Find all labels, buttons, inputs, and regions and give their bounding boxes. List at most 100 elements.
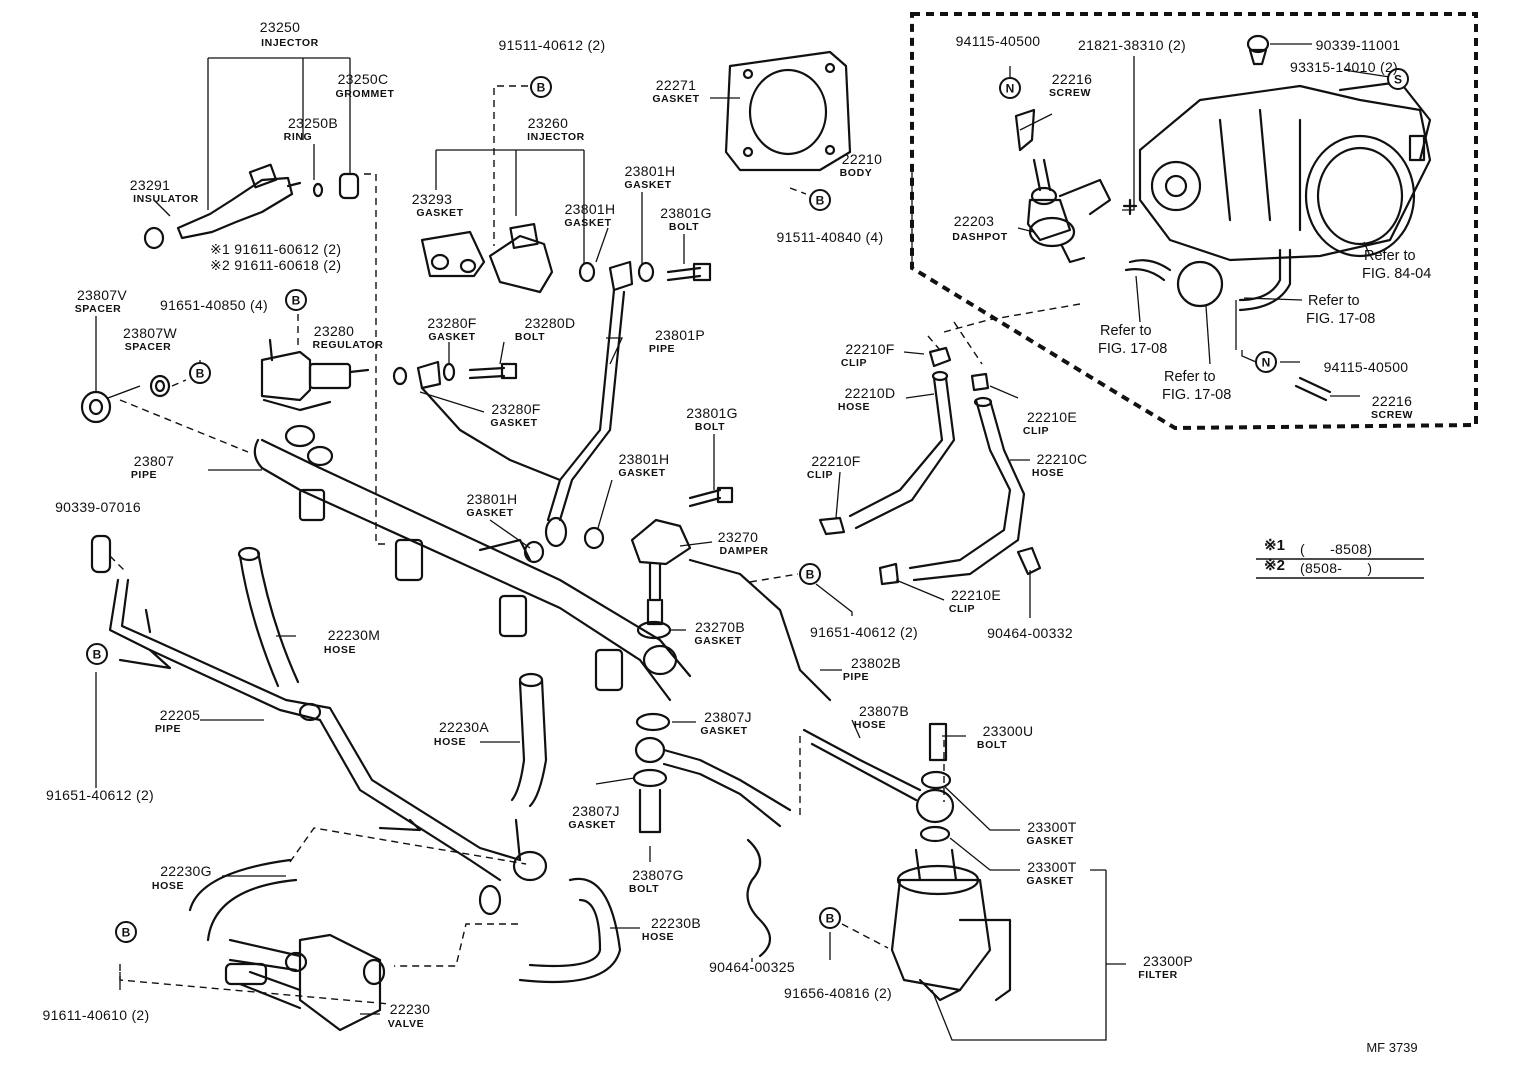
part-number-23270b: 23270B (695, 619, 745, 635)
part-number-23280: 23280 (314, 323, 354, 339)
part-name-gasket: GASKET (700, 725, 747, 737)
part-number-91611-40610: 91611-40610 (2) (43, 1007, 150, 1023)
part-name-ring: RING (284, 131, 313, 143)
part-number-94115-40500-b: 94115-40500 (1324, 359, 1409, 375)
part-number-23300u: 23300U (983, 723, 1034, 739)
part-name-hose: HOSE (1032, 467, 1064, 479)
part-number-90464-00325: 90464-00325 (709, 959, 795, 975)
part-number-93315-14010: 93315-14010 (2) (1290, 59, 1398, 75)
part-name-bolt: BOLT (515, 331, 545, 343)
part-number-23280f-2: 23280F (491, 401, 540, 417)
throttle-body-group-border (910, 12, 1478, 431)
part-name-pipe: PIPE (131, 469, 157, 481)
badge-b: B (196, 367, 205, 381)
badge-n: N (1262, 356, 1271, 370)
part-number-22205: 22205 (160, 707, 200, 723)
part-number-23280d: 23280D (525, 315, 576, 331)
part-name-hose: HOSE (854, 719, 886, 731)
part-name-clip: CLIP (807, 469, 833, 481)
part-name-gasket: GASKET (564, 217, 611, 229)
part-name-clip: CLIP (1023, 425, 1049, 437)
diagram-code: MF 3739 (1366, 1040, 1417, 1055)
part-name-gasket: GASKET (416, 207, 463, 219)
part-number-22210f-1: 22210F (845, 341, 894, 357)
part-number-22230b: 22230B (651, 915, 701, 931)
part-name-hose: HOSE (434, 736, 466, 748)
part-name-gasket: GASKET (1026, 835, 1073, 847)
part-number-23801p: 23801P (655, 327, 705, 343)
part-number-91656-40816: 91656-40816 (2) (784, 985, 892, 1001)
part-name-gasket: GASKET (618, 467, 665, 479)
part-drawings (80, 34, 1432, 1032)
part-name-regulator: REGULATOR (313, 339, 384, 351)
part-number-91611-60612: ※1 91611-60612 (2) (210, 241, 341, 257)
part-name-hose: HOSE (152, 880, 184, 892)
hose-drawings-left (188, 546, 622, 984)
part-number-23802b: 23802B (851, 655, 901, 671)
injector-23260-drawing (420, 222, 554, 294)
part-name-gasket: GASKET (624, 179, 671, 191)
part-number-21821-38310: 21821-38310 (2) (1078, 37, 1186, 53)
part-number-91511-40612: 91511-40612 (2) (499, 37, 606, 53)
badge-b: B (93, 648, 102, 662)
part-number-23807: 23807 (134, 453, 174, 469)
part-number-22210: 22210 (842, 151, 882, 167)
gasket-22271-drawing (724, 50, 852, 172)
badge-b: B (122, 926, 131, 940)
refer-to-label: Refer to (1308, 293, 1360, 309)
part-name-pipe: PIPE (843, 671, 869, 683)
part-number-90339-07016: 90339-07016 (55, 499, 141, 515)
part-number-90339-11001: 90339-11001 (1316, 37, 1401, 53)
part-number-23807g: 23807G (632, 867, 684, 883)
injector-23250-drawing (143, 163, 360, 250)
badges: B B B B B B B B N N S (86, 68, 1409, 943)
badge-n: N (1006, 82, 1015, 96)
part-number-91511-40840: 91511-40840 (4) (777, 229, 884, 245)
badge-b: B (292, 294, 301, 308)
part-number-23801g-2: 23801G (686, 405, 738, 421)
part-name-screw: SCREW (1049, 87, 1091, 99)
part-name-hose: HOSE (642, 931, 674, 943)
part-name-body: BODY (840, 167, 873, 179)
dashed-assembly-lines (109, 85, 1081, 1005)
part-labels: 23250 INJECTOR 23250C GROMMET 23250B RIN… (43, 19, 1413, 1030)
badge-b: B (806, 568, 815, 582)
part-number-22271: 22271 (656, 77, 696, 93)
part-number-23250: 23250 (260, 19, 300, 35)
part-name-bolt: BOLT (629, 883, 659, 895)
badge-b: B (816, 194, 825, 208)
fitting-drawings-bottom (632, 712, 922, 958)
part-name-dashpot: DASHPOT (952, 231, 1008, 243)
part-number-23280f-1: 23280F (427, 315, 476, 331)
part-name-bolt: BOLT (695, 421, 725, 433)
part-number-91611-60618: ※2 91611-60618 (2) (210, 257, 341, 273)
part-number-23807j-1: 23807J (704, 709, 752, 725)
part-name-spacer: SPACER (125, 341, 172, 353)
refer-to-label: Refer to (1164, 369, 1216, 385)
figure-reference-17-08: FIG. 17-08 (1162, 387, 1231, 403)
part-number-91651-40612-left: 91651-40612 (2) (46, 787, 154, 803)
dashpot-22203-drawing (1014, 108, 1138, 264)
part-number-23807b: 23807B (859, 703, 909, 719)
part-number-23300p: 23300P (1143, 953, 1193, 969)
badge-b: B (537, 81, 546, 95)
part-number-22210d: 22210D (845, 385, 896, 401)
spacer-drawings (80, 374, 171, 424)
damper-23270-drawing (630, 518, 832, 702)
note-range-1: ( -8508) (1300, 541, 1372, 557)
part-number-23250c: 23250C (338, 71, 389, 87)
valve-22230-drawing (224, 933, 386, 1032)
gasket-bolt-drawings-top (392, 260, 734, 564)
clip-hose-drawings-22210 (818, 346, 1042, 586)
part-number-23801h-3: 23801H (619, 451, 670, 467)
filter-23300p-drawing (890, 722, 1012, 1002)
note-mark-1: ※1 (1264, 537, 1285, 554)
badge-s: S (1394, 73, 1402, 87)
part-number-23300t-2: 23300T (1027, 859, 1076, 875)
part-name-gasket: GASKET (568, 819, 615, 831)
refer-to-label: Refer to (1364, 248, 1416, 264)
part-number-23270: 23270 (718, 529, 758, 545)
part-number-23291: 23291 (130, 177, 170, 193)
part-name-gasket: GASKET (428, 331, 475, 343)
